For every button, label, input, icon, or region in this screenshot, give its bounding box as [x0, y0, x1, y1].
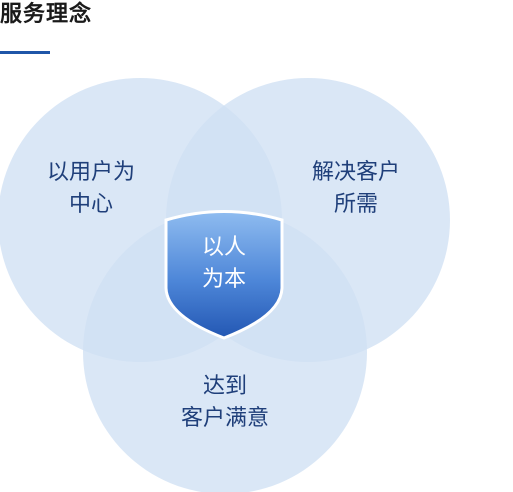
circle-label-bottom: 达到 客户满意 [150, 371, 300, 435]
center-shield [164, 210, 284, 340]
circle-label-bottom-line2: 客户满意 [180, 406, 269, 431]
center-label: 以人 为本 [184, 232, 264, 296]
circle-label-right-line1: 解决客户 [311, 160, 400, 185]
page-title: 服务理念 [0, 2, 93, 27]
title-underline [0, 51, 50, 54]
circle-label-right-line2: 所需 [333, 192, 378, 217]
center-label-line2: 为本 [201, 267, 246, 292]
venn-circle-bottom [83, 210, 367, 492]
circle-label-left-line1: 以用户为 [46, 160, 135, 185]
circle-label-left-line2: 中心 [68, 192, 113, 217]
circle-label-left: 以用户为 中心 [21, 157, 161, 221]
center-label-line1: 以人 [201, 235, 246, 260]
circle-label-bottom-line1: 达到 [202, 374, 247, 399]
circle-label-right: 解决客户 所需 [286, 157, 426, 221]
